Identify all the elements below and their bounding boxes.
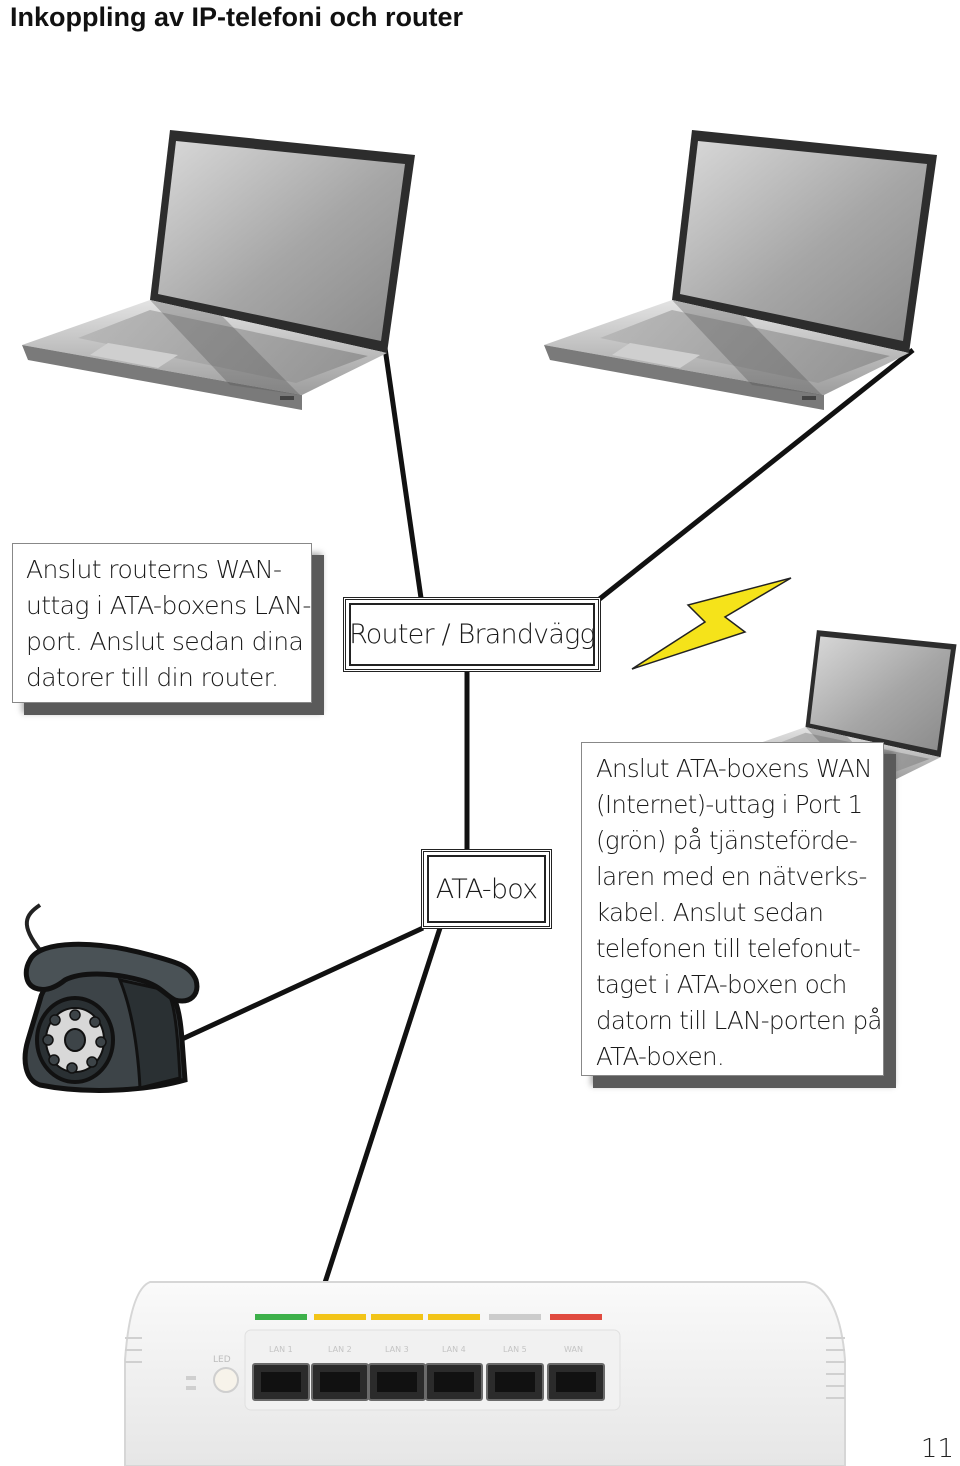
ata-box-label: ATA-box (435, 873, 538, 905)
ethernet-port-socket (434, 1372, 474, 1392)
router-firewall-label: Router / Brandvägg (349, 619, 596, 650)
port-color-bar (550, 1314, 602, 1320)
ethernet-port-socket (495, 1372, 535, 1392)
instruction-callout-ata: Anslut ATA-boxens WAN (Internet)-uttag i… (581, 742, 884, 1076)
page-title: Inkoppling av IP-telefoni och router (10, 2, 464, 32)
ethernet-port-socket (377, 1372, 417, 1392)
laptop-icon (544, 130, 937, 410)
port-color-bar (255, 1314, 307, 1320)
instruction-text-router: Anslut routerns WAN- uttag i ATA-boxens … (26, 555, 311, 692)
ethernet-port-socket (556, 1372, 596, 1392)
port-color-bar (371, 1314, 423, 1320)
laptop-icon (22, 130, 415, 410)
ethernet-port-socket (320, 1372, 360, 1392)
router-firewall-box: Router / Brandvägg (343, 597, 601, 672)
port-color-bar (489, 1314, 541, 1320)
port-color-bar (428, 1314, 480, 1320)
port-label: WAN (564, 1345, 583, 1354)
lightning-bolt-icon (631, 577, 792, 670)
instruction-text-ata: Anslut ATA-boxens WAN (Internet)-uttag i… (596, 754, 882, 1071)
cable-laptop1-router (382, 347, 424, 599)
ata-device: LED LAN 1 LAN 2 LAN 3 LAN 4 LAN 5 WAN (124, 1281, 846, 1466)
page-number: 11 (920, 1434, 954, 1464)
port-label: LAN 2 (328, 1345, 352, 1354)
instruction-callout-router: Anslut routerns WAN- uttag i ATA-boxens … (12, 543, 312, 703)
cable-laptop2-router (595, 348, 915, 603)
port-label: LAN 1 (269, 1345, 293, 1354)
ata-box: ATA-box (421, 849, 552, 929)
reset-button[interactable] (213, 1367, 239, 1393)
port-label: LAN 4 (442, 1345, 466, 1354)
port-label: LAN 5 (503, 1345, 527, 1354)
port-label: LAN 3 (385, 1345, 409, 1354)
port-color-bar (314, 1314, 366, 1320)
led-label: LED (213, 1355, 231, 1365)
rotary-phone-icon (22, 903, 200, 1093)
cable-phone-ata (178, 925, 425, 1043)
ethernet-port-socket (261, 1372, 301, 1392)
